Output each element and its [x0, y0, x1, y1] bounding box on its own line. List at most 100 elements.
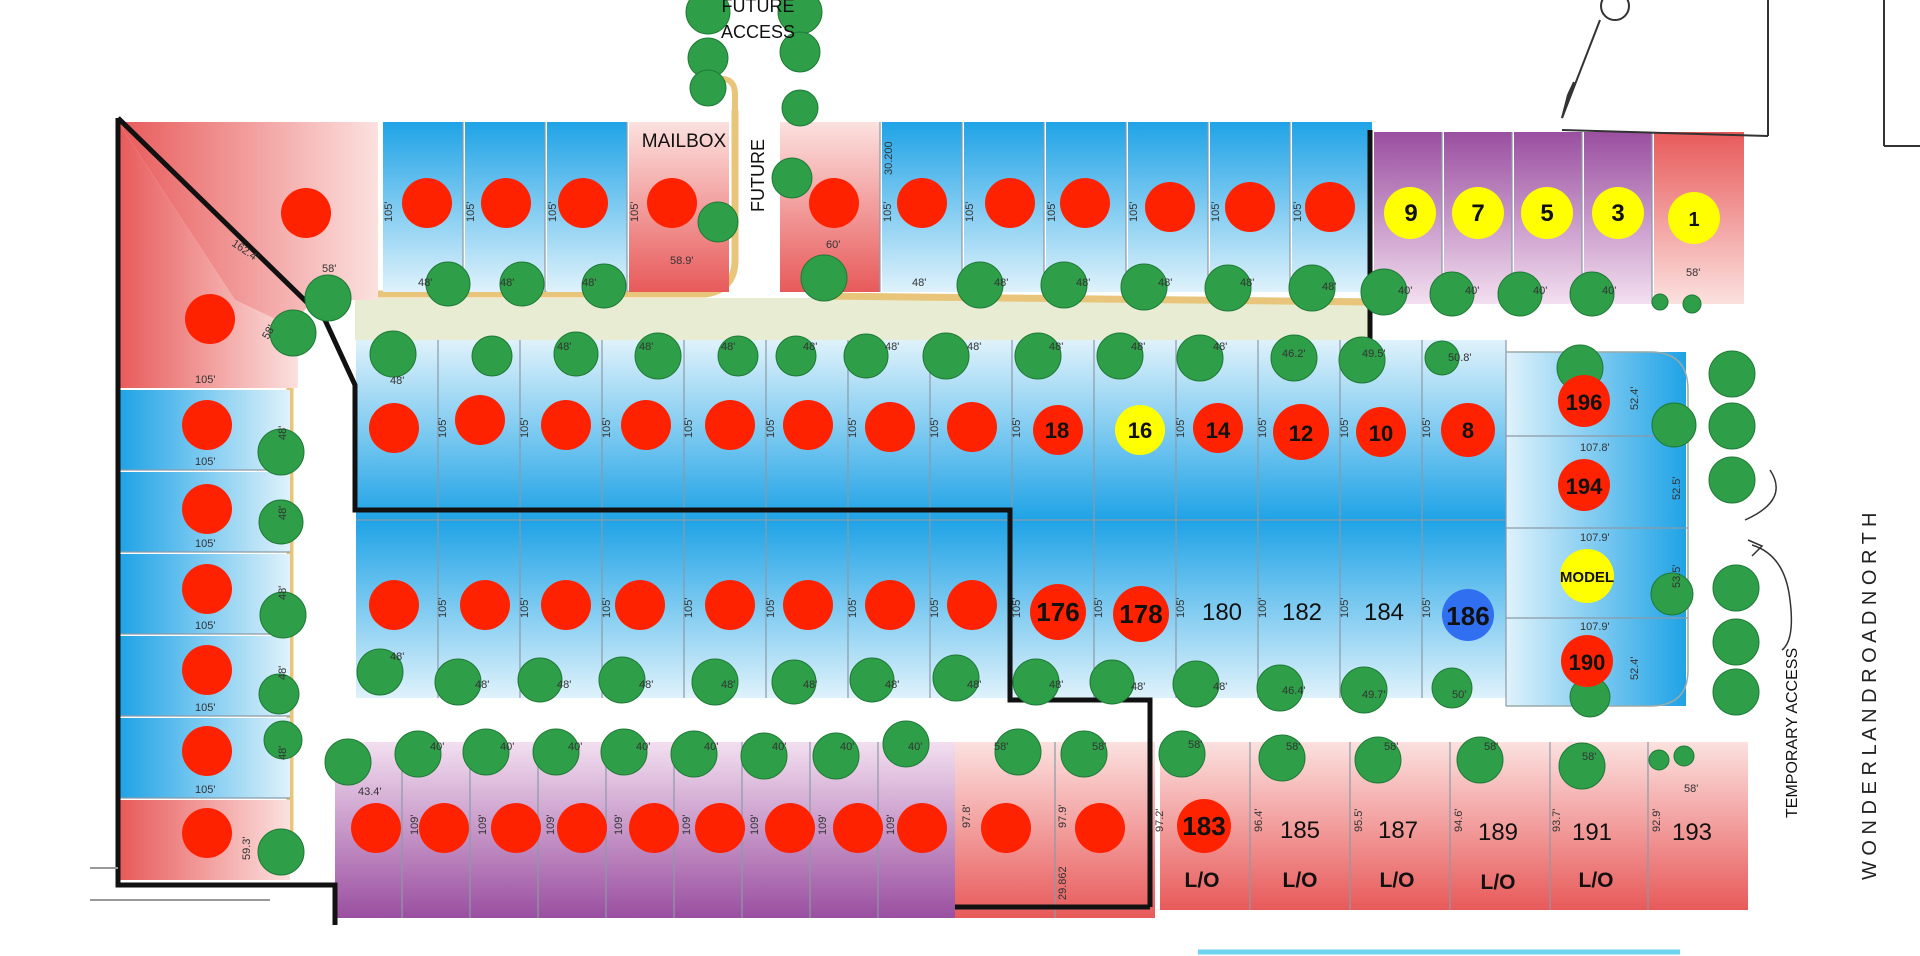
lot-label-178: 178 — [1119, 599, 1162, 629]
tree-icon — [259, 591, 307, 639]
dimension-label: 40' — [1398, 285, 1412, 297]
dimension-labels: 105' 105' 105' 105' 105' 105' 105' 105' … — [195, 141, 1700, 900]
lot-marker — [765, 803, 815, 853]
tree-icon — [932, 654, 980, 702]
dimension-label: 105' — [765, 598, 777, 618]
dimension-label: 107.8' — [1580, 442, 1610, 454]
lot-marker — [1305, 182, 1355, 232]
tree-icon — [369, 330, 417, 378]
lot-marker — [369, 403, 419, 453]
lot-marker — [1273, 404, 1329, 460]
dimension-label: 48' — [582, 277, 596, 289]
tree-icon — [269, 309, 317, 357]
dimension-label: 109' — [749, 815, 761, 835]
lot-label-model: MODEL — [1560, 569, 1614, 586]
lot-marker — [541, 580, 591, 630]
dimension-label: 40' — [1533, 285, 1547, 297]
lot-label-193: 193 — [1672, 819, 1712, 846]
lot-marker — [1561, 635, 1613, 687]
lot-marker — [1030, 584, 1086, 640]
tree-icon — [1012, 658, 1060, 706]
dimension-label: 48' — [967, 679, 981, 691]
dimension-label: 58' — [1384, 741, 1398, 753]
tree-icon — [1708, 350, 1756, 398]
dimension-label: 105' — [1011, 598, 1023, 618]
dimension-label: 105' — [929, 598, 941, 618]
tree-icon — [600, 728, 648, 776]
tree-icon — [1429, 271, 1475, 317]
dimension-label: 43.4' — [358, 786, 382, 798]
dimension-label: 58' — [994, 741, 1008, 753]
lot-marker — [1356, 407, 1406, 457]
dimension-label: 48' — [277, 666, 289, 680]
dimension-label: 105' — [1421, 418, 1433, 438]
lot-label-186: 186 — [1446, 601, 1489, 631]
lot-marker — [182, 484, 232, 534]
tree-icon — [1172, 660, 1220, 708]
dimension-label: 48' — [803, 679, 817, 691]
tree-icon — [1651, 402, 1697, 448]
tree-icon — [1014, 332, 1062, 380]
dimension-label: 48' — [885, 679, 899, 691]
dimension-label: 40' — [772, 741, 786, 753]
dimension-label: 48' — [803, 341, 817, 353]
lot-lines — [120, 122, 1688, 918]
lot-label-176: 176 — [1036, 597, 1079, 627]
dimension-label: 105' — [882, 202, 894, 222]
dimension-label: 105' — [195, 538, 215, 550]
lot-label-196: 196 — [1566, 390, 1603, 415]
lo-label-189: L/O — [1481, 871, 1516, 894]
lot-marker — [1113, 586, 1169, 642]
tree-icon — [257, 828, 305, 876]
dimension-label: 105' — [929, 418, 941, 438]
tree-icon — [717, 335, 759, 377]
tree-icon — [800, 254, 848, 302]
lot-marker — [865, 580, 915, 630]
dimension-label: 48' — [1131, 681, 1145, 693]
lot-marker — [182, 400, 232, 450]
dimension-label: 48' — [639, 341, 653, 353]
dimension-label: 48' — [721, 341, 735, 353]
tree-icon — [517, 657, 563, 703]
dimension-label: 105' — [683, 598, 695, 618]
lot-west-top[interactable] — [118, 122, 298, 388]
dimension-label: 48' — [475, 679, 489, 691]
dimension-label: 48' — [1322, 281, 1336, 293]
dimension-label: 105' — [465, 202, 477, 222]
lot-marker — [947, 580, 997, 630]
dimension-label: 105' — [195, 702, 215, 714]
dimension-label: 105' — [1128, 202, 1140, 222]
tree-icon — [257, 428, 305, 476]
dimension-label: 48' — [885, 341, 899, 353]
dimension-label: 109' — [545, 815, 557, 835]
tree-icon — [882, 720, 930, 768]
tree-icon — [1712, 618, 1760, 666]
tree-icon — [670, 730, 718, 778]
dimension-label: 48' — [390, 651, 404, 663]
lot-marker — [897, 803, 947, 853]
lot-marker — [621, 400, 671, 450]
dimension-label: 105' — [683, 418, 695, 438]
dimension-label: 58' — [1286, 741, 1300, 753]
dimension-label: 40' — [500, 741, 514, 753]
lot-label-8: 8 — [1462, 418, 1474, 443]
tree-icon — [1651, 293, 1669, 311]
dimension-label: 53.5' — [1671, 564, 1683, 588]
tree-icon — [1176, 334, 1224, 382]
lot-marker — [185, 294, 235, 344]
tree-icon — [781, 89, 819, 127]
lo-label-191: L/O — [1579, 869, 1614, 892]
wonderland-road-north-label: W O N D E R L A N D R O A D N O R T H — [1859, 513, 1881, 880]
dimension-label: 49.5' — [1362, 348, 1386, 360]
dimension-label: 107.9' — [1580, 621, 1610, 633]
lot-marker — [541, 400, 591, 450]
lot-corner-northwest[interactable] — [118, 122, 378, 330]
tree-icon — [956, 261, 1004, 309]
lot-label-7: 7 — [1471, 200, 1484, 227]
lot-marker — [897, 178, 947, 228]
dimension-label: 105' — [601, 418, 613, 438]
dimension-label: 40' — [908, 741, 922, 753]
lot-label-184: 184 — [1364, 599, 1404, 626]
dimension-label: 48' — [1213, 341, 1227, 353]
dimension-label: 105' — [964, 202, 976, 222]
